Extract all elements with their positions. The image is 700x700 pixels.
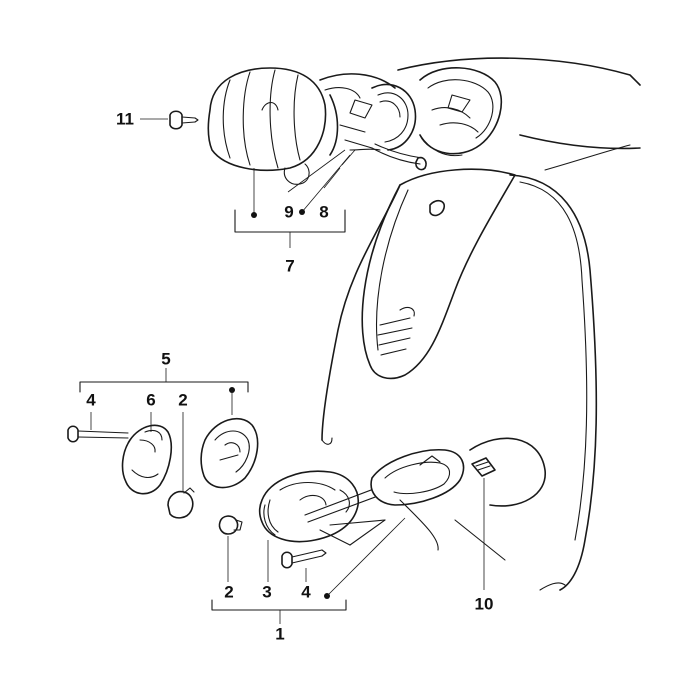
scooter-front-shield (321, 57, 641, 591)
callout-11: 11 (116, 109, 134, 129)
headlight-assembly (169, 67, 503, 185)
callout-6: 6 (146, 390, 156, 410)
callout-4-left: 4 (86, 390, 96, 410)
callout-5: 5 (161, 349, 171, 369)
turn-signal-assembly (67, 417, 496, 569)
callout-1: 1 (275, 624, 285, 644)
callout-leaders (79, 118, 485, 624)
callout-2-upper: 2 (178, 390, 188, 410)
callout-10: 10 (474, 594, 494, 614)
callout-9: 9 (284, 202, 294, 222)
callout-2-lower: 2 (224, 582, 234, 602)
callout-4-lower: 4 (301, 582, 311, 602)
callout-3: 3 (262, 582, 272, 602)
callout-8: 8 (319, 202, 329, 222)
callout-7: 7 (285, 256, 295, 276)
